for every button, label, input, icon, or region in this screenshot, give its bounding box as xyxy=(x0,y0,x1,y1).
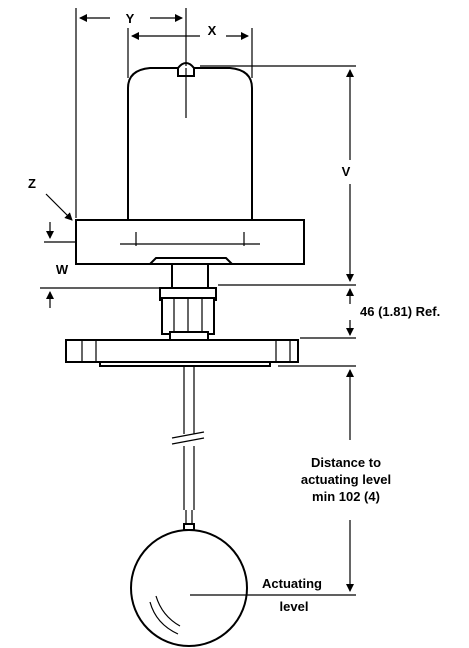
dimension-x: X xyxy=(127,23,253,78)
stem-and-float xyxy=(130,366,248,647)
mounting-flange xyxy=(65,339,299,367)
dimension-46-ref: 46 (1.81) Ref. xyxy=(300,288,440,339)
dimension-distance: Distance to actuating level min 102 (4) … xyxy=(190,365,391,614)
label-distance-3: min 102 (4) xyxy=(312,489,380,504)
label-z: Z xyxy=(28,176,36,191)
label-actuating: Actuating xyxy=(262,576,322,591)
label-w: W xyxy=(56,262,69,277)
label-v: V xyxy=(342,164,351,179)
label-distance-1: Distance to xyxy=(311,455,381,470)
housing xyxy=(75,62,305,265)
dimension-v: V xyxy=(200,65,356,286)
label-x: X xyxy=(208,23,217,38)
label-46-ref: 46 (1.81) Ref. xyxy=(360,304,440,319)
dimension-y: Y xyxy=(75,8,187,218)
fitting xyxy=(159,263,217,341)
label-y: Y xyxy=(126,11,135,26)
dimension-w: W xyxy=(40,222,172,308)
label-level: level xyxy=(280,599,309,614)
dimension-z: Z xyxy=(28,176,73,221)
label-distance-2: actuating level xyxy=(301,472,391,487)
float-ball xyxy=(130,529,248,647)
